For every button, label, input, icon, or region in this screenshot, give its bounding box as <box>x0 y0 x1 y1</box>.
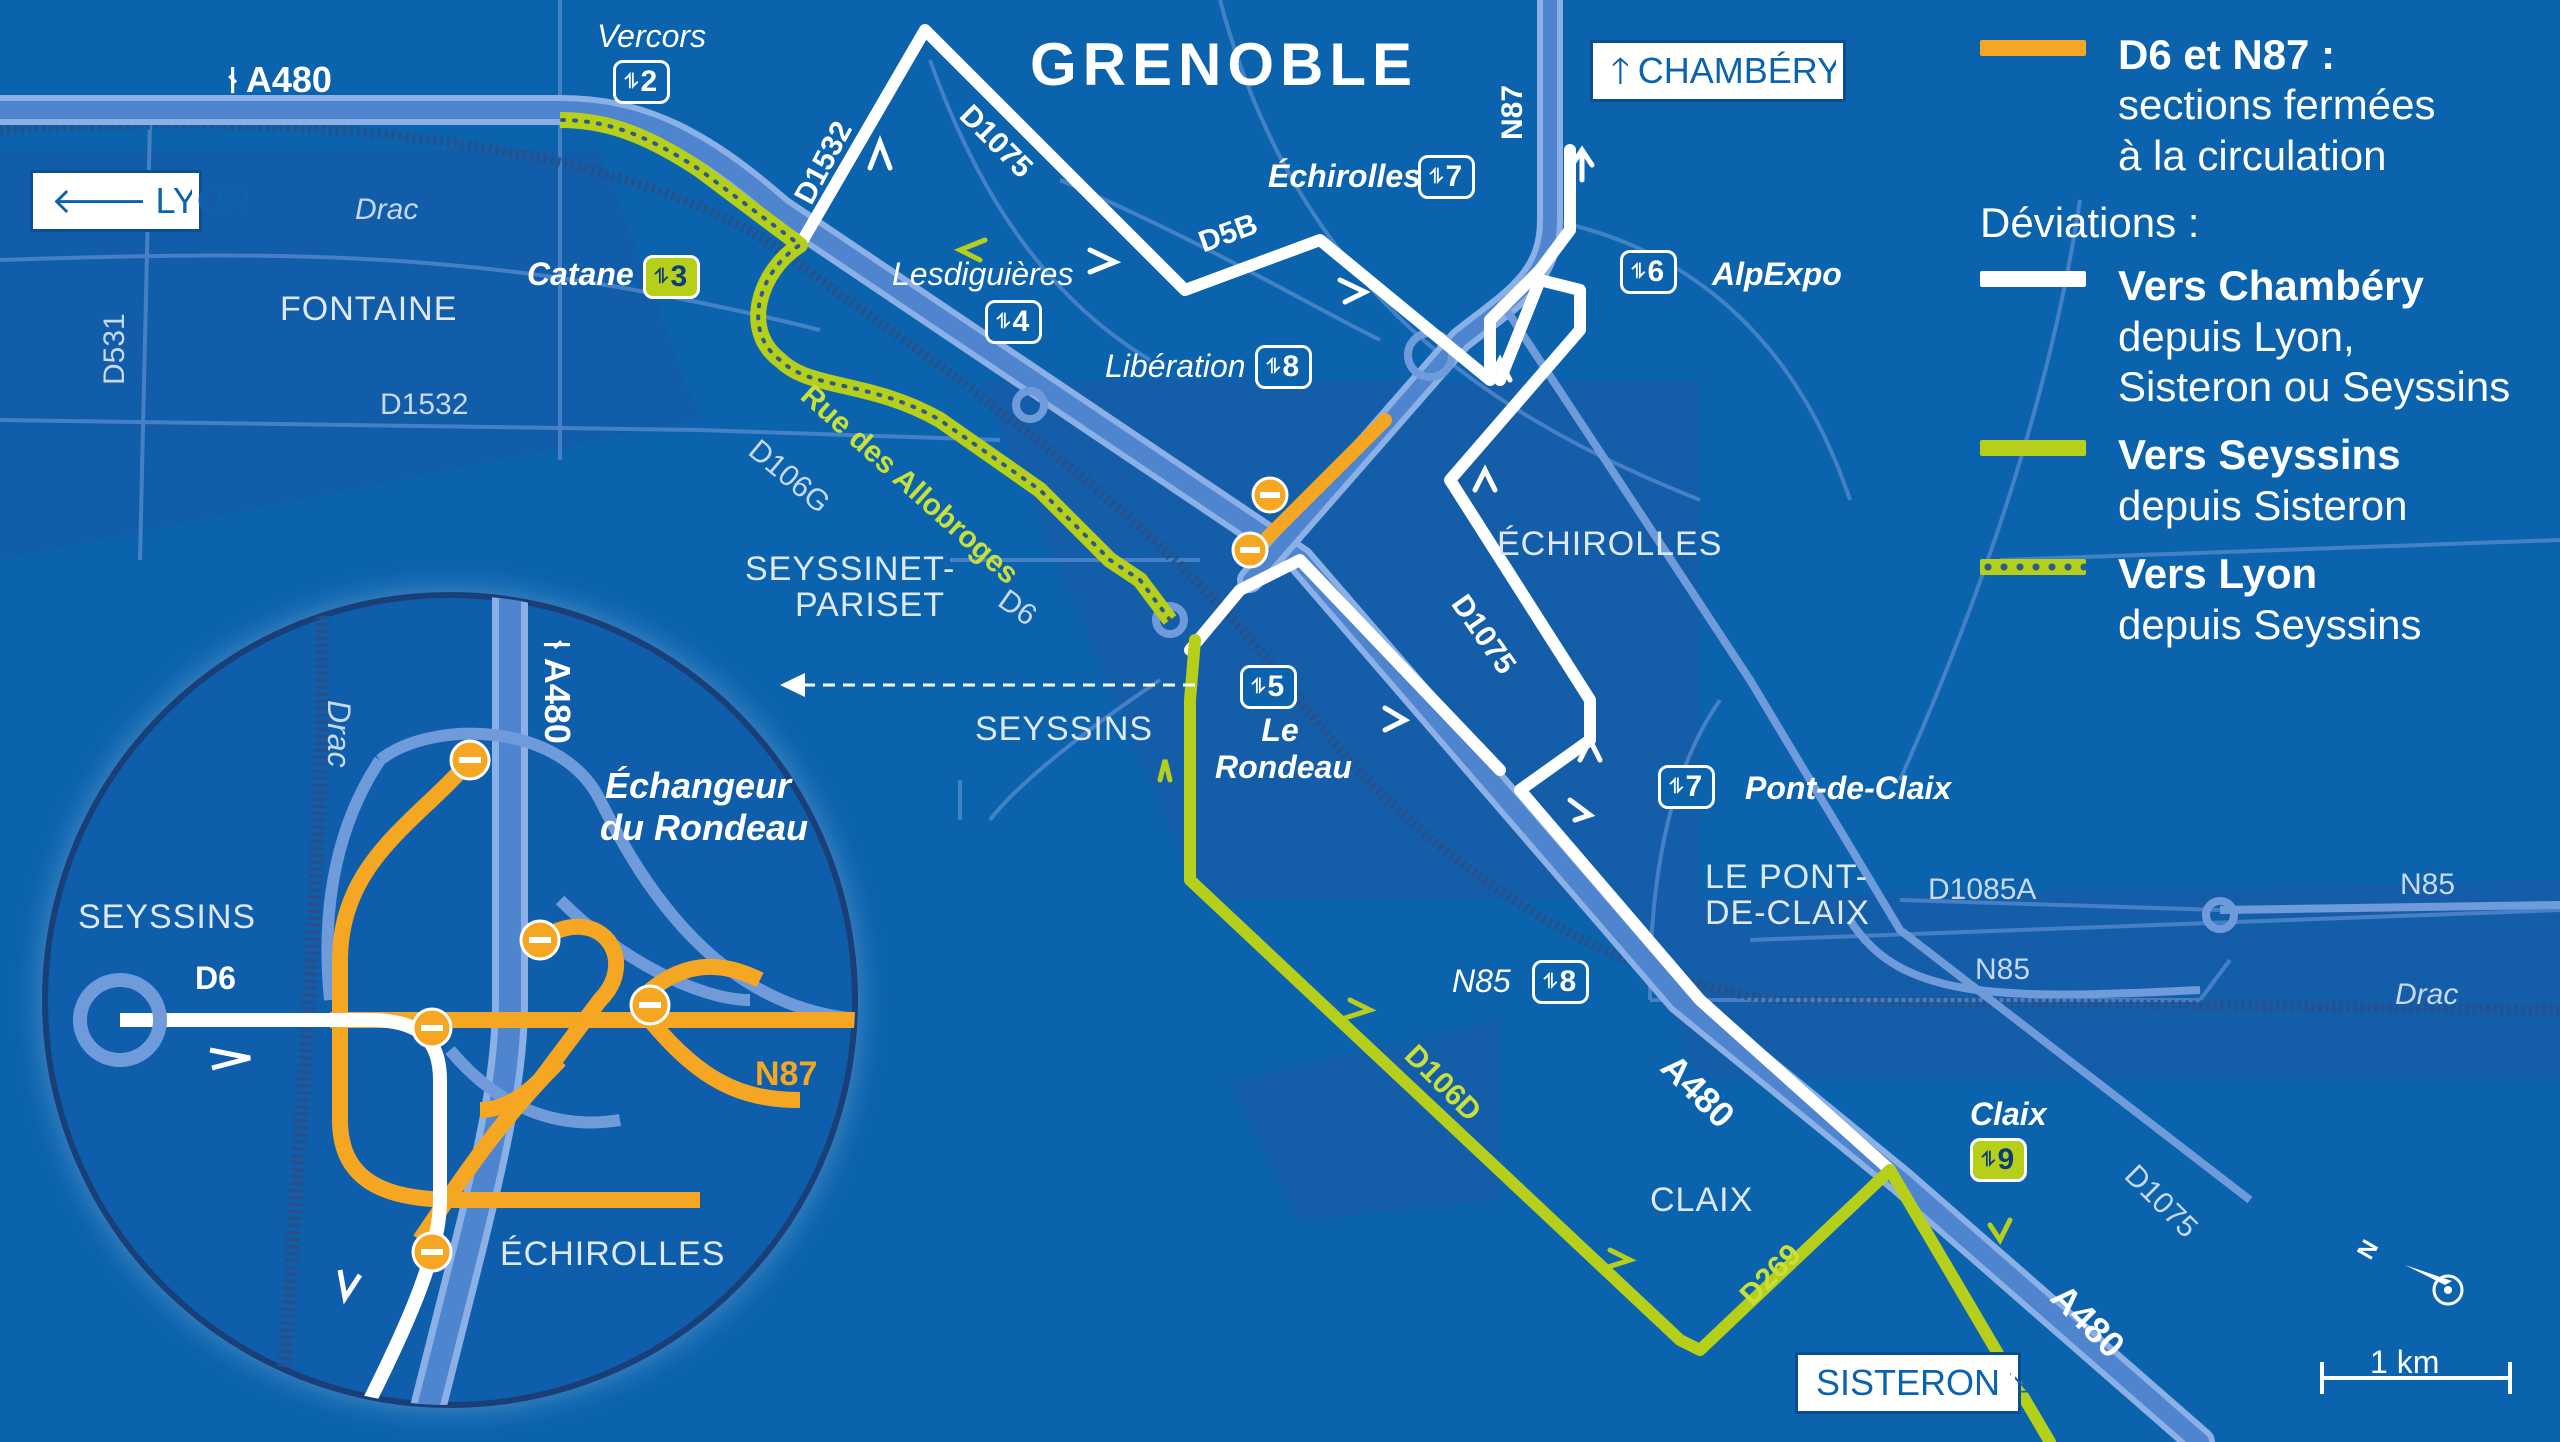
route-lyon <box>558 112 1177 625</box>
compass-icon <box>2405 1265 2464 1306</box>
road-drac-b: Drac <box>2395 978 2459 1011</box>
route-seyssins <box>1184 634 2056 1442</box>
exit-badge-7a: ⥮7 <box>1418 155 1476 199</box>
road-a480-top: ⫮ A480 <box>228 59 332 100</box>
town-fontaine: FONTAINE <box>280 290 458 328</box>
road-d531: D531 <box>98 313 131 385</box>
sign-lyon: 🡐LYON <box>30 170 251 232</box>
scale-label: 1 km <box>2370 1344 2440 1380</box>
legend-closed: D6 et N87 : sections fermées à la circul… <box>1980 30 2540 181</box>
exit-name-claix: Claix <box>1970 1096 2047 1132</box>
exit-badge-9: ⥮9 <box>1970 1138 2028 1182</box>
road-drac-a: Drac <box>355 193 419 226</box>
legend-closed-desc-1: sections fermées <box>2118 81 2436 129</box>
legend-chambery-title: Vers Chambéry <box>2118 262 2424 310</box>
inset-title-2: du Rondeau <box>600 807 808 848</box>
exit-badge-4: ⥮4 <box>985 300 1043 344</box>
drac-river <box>0 119 2560 1015</box>
inset-seyssins: SEYSSINS <box>78 898 257 936</box>
legend-deviations-heading: Déviations : <box>1980 199 2200 247</box>
a480-highway <box>0 95 2215 1442</box>
exit-icon: ⥮ <box>996 311 1010 333</box>
closed-sections <box>1238 413 1392 567</box>
exit-badge-7b: ⥮7 <box>1658 765 1716 809</box>
arrow-up-icon: 🡑 <box>1611 50 1630 91</box>
legend-chambery-desc-2: Sisteron ou Seyssins <box>2118 362 2511 410</box>
city-title: GRENOBLE <box>1030 31 1419 98</box>
exit-name-vercors: Vercors <box>597 18 707 54</box>
sign-sisteron: SISTERON🡖 <box>1795 1352 2032 1414</box>
exit-icon: ⥮ <box>1543 971 1557 993</box>
inset-drac: Drac <box>321 700 357 768</box>
legend-lyon: Vers Lyon depuis Seyssins <box>1980 549 2540 650</box>
legend-seyssins-title: Vers Seyssins <box>2118 431 2401 479</box>
exit-icon: ⥮ <box>1631 261 1645 283</box>
inset-n87: N87 <box>755 1055 818 1093</box>
inset-pointer-head <box>780 673 805 697</box>
legend-lyon-title: Vers Lyon <box>2118 550 2318 598</box>
exit-badge-5: ⥮5 <box>1240 665 1298 709</box>
exit-icon: ⥮ <box>1429 166 1443 188</box>
inset-a480: ⫮ A480 <box>537 640 578 744</box>
inset-echirolles: ÉCHIROLLES <box>500 1235 726 1273</box>
legend-closed-desc-2: à la circulation <box>2118 131 2387 179</box>
sign-chambery: 🡑CHAMBÉRY <box>1590 40 1846 102</box>
town-pont-de-claix-1: LE PONT- <box>1705 858 1868 896</box>
road-d1085a: D1085A <box>1928 873 2037 906</box>
scale-bar <box>2320 1362 2512 1394</box>
closure-icons <box>1231 476 1289 569</box>
legend-swatch-closed <box>1980 40 2086 56</box>
exit-name-le-rondeau: Le Rondeau <box>1215 712 1352 785</box>
exit-icon: ⥮ <box>1251 676 1265 698</box>
road-n85-b: N85 <box>1975 953 2031 986</box>
exit-name-pont-de-claix: Pont-de-Claix <box>1745 770 1952 806</box>
exit-name-echirolles: Échirolles <box>1268 158 1421 194</box>
exit-name-liberation: Libération <box>1105 348 1246 384</box>
legend-swatch-chambery <box>1980 271 2086 288</box>
exit-name-n85: N85 <box>1452 963 1511 999</box>
arrow-downright-icon: 🡖 <box>2008 1362 2032 1403</box>
legend-closed-title: D6 et N87 : <box>2118 31 2336 78</box>
secondary-roads <box>1496 297 2560 1204</box>
legend-seyssins-desc: depuis Sisteron <box>2118 481 2408 529</box>
exit-icon: ⥮ <box>654 266 668 288</box>
direction-arrows-green <box>953 237 2013 1271</box>
exit-badge-3: ⥮3 <box>643 255 701 299</box>
exit-icon: ⥮ <box>624 71 638 93</box>
inset-circle <box>10 560 890 1440</box>
inset-d6: D6 <box>195 960 236 996</box>
inset-title-1: Échangeur <box>605 765 792 806</box>
exit-name-alpexpo: AlpExpo <box>1712 256 1842 292</box>
exit-name-lesdiguieres: Lesdiguières <box>892 256 1074 292</box>
legend-chambery: Vers Chambéry depuis Lyon, Sisteron ou S… <box>1980 261 2540 412</box>
road-n85-a: N85 <box>2400 868 2456 901</box>
exit-name-catane: Catane <box>527 256 634 292</box>
town-seyssinet-1: SEYSSINET- <box>745 550 956 588</box>
exit-badge-2: ⥮2 <box>613 60 671 104</box>
exit-badge-8a: ⥮8 <box>1255 345 1313 389</box>
town-seyssinet-2: PARISET <box>795 586 945 624</box>
exit-badge-6: ⥮6 <box>1620 250 1678 294</box>
legend-seyssins: Vers Seyssins depuis Sisteron <box>1980 430 2540 531</box>
exit-icon: ⥮ <box>1669 776 1683 798</box>
direction-arrows <box>867 135 1603 823</box>
arrow-left-icon: 🡐 <box>51 180 148 221</box>
town-pont-de-claix-2: DE-CLAIX <box>1705 894 1870 932</box>
legend-swatch-lyon <box>1980 559 2086 576</box>
town-echirolles: ÉCHIROLLES <box>1497 525 1723 563</box>
town-seyssins: SEYSSINS <box>975 710 1154 748</box>
exit-icon: ⥮ <box>1981 1149 1995 1171</box>
legend: D6 et N87 : sections fermées à la circul… <box>1980 30 2540 668</box>
legend-lyon-desc: depuis Seyssins <box>2118 600 2422 648</box>
exit-badge-8b: ⥮8 <box>1532 960 1590 1004</box>
exit-icon: ⥮ <box>1266 356 1280 378</box>
road-n87: N87 <box>1496 84 1529 140</box>
road-d1532-a: D1532 <box>380 388 469 421</box>
legend-swatch-seyssins <box>1980 440 2086 457</box>
legend-chambery-desc-1: depuis Lyon, <box>2118 312 2355 360</box>
town-claix: CLAIX <box>1650 1181 1754 1219</box>
